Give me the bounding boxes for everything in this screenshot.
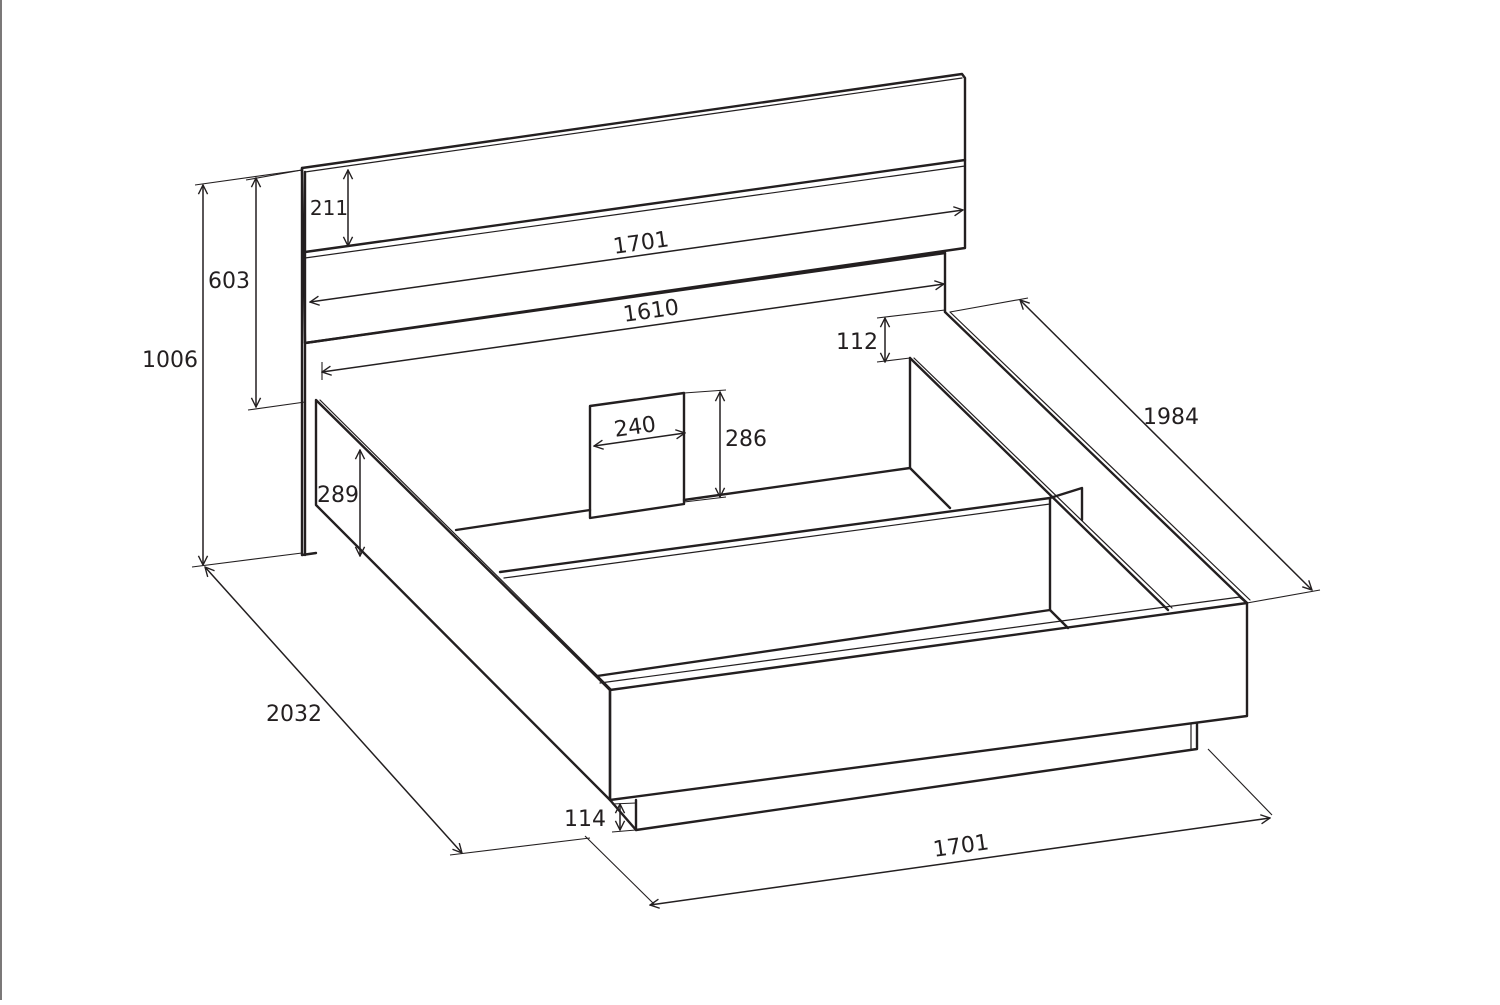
center-beam <box>498 486 1084 630</box>
dim-label-240: 240 <box>613 412 658 443</box>
dim-label-112: 112 <box>836 330 878 355</box>
footboard <box>595 595 1249 802</box>
footboard-face <box>608 601 1249 802</box>
foot-end-inner <box>595 608 1052 678</box>
dim-label-603: 603 <box>208 269 250 294</box>
dim-label-2032: 2032 <box>266 702 322 727</box>
dimension-labels: 211 1701 603 1006 1610 112 1984 240 286 … <box>142 196 1199 863</box>
dim-label-1006: 1006 <box>142 348 198 373</box>
dim-label-289: 289 <box>317 483 359 508</box>
dim-label-1701-headboard: 1701 <box>612 227 671 260</box>
dim-label-1984: 1984 <box>1143 405 1199 430</box>
right-side-rail <box>908 251 1251 612</box>
plinth <box>608 721 1199 832</box>
dim-label-114: 114 <box>564 807 606 832</box>
headboard-support <box>588 391 686 520</box>
dim-label-211: 211 <box>310 196 348 220</box>
dim-label-286: 286 <box>725 427 767 452</box>
dimension-lines <box>191 170 1321 905</box>
